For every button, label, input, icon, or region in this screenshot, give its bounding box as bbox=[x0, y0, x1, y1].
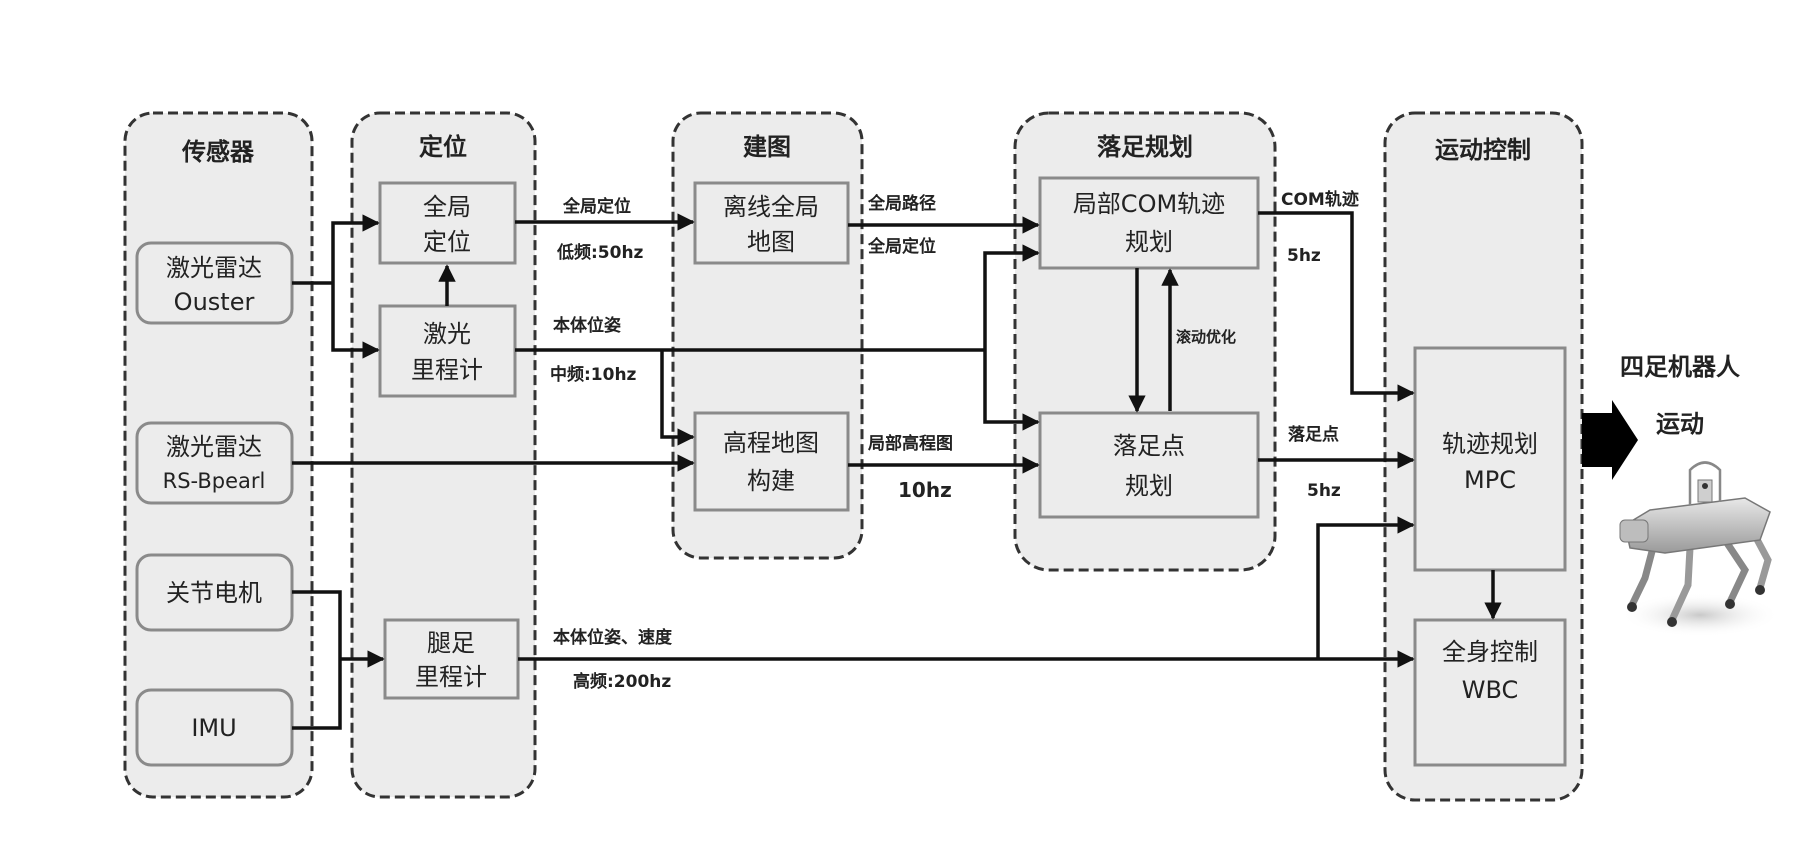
wbc-line1: 全身控制 bbox=[1442, 638, 1538, 666]
global-localization-box: 全局 定位 bbox=[378, 181, 517, 265]
wbc-whole-body-box: 全身控制 WBC bbox=[1413, 618, 1567, 767]
leg-odometry-box: 腿足 里程计 bbox=[383, 618, 520, 700]
offline-global-map-box: 离线全局 地图 bbox=[693, 181, 850, 265]
laser-odometry-line2: 里程计 bbox=[411, 356, 483, 384]
edge-label-com-traj-freq: 5hz bbox=[1287, 246, 1321, 266]
edge-label-foothold-freq: 5hz bbox=[1307, 481, 1341, 501]
sensor-lidar-rs-label: 激光雷达 bbox=[166, 433, 262, 461]
elevation-map-box: 高程地图 构建 bbox=[693, 411, 850, 512]
group-title-mapping: 建图 bbox=[743, 133, 791, 161]
edge-label-global-loc: 全局定位 bbox=[562, 196, 631, 217]
edge-label-body-pose-vel: 本体位姿、速度 bbox=[553, 627, 673, 648]
mpc-trajectory-box: 轨迹规划 MPC bbox=[1413, 346, 1567, 572]
local-com-trajectory-box: 局部COM轨迹 规划 bbox=[1038, 176, 1260, 270]
laser-odometry-line1: 激光 bbox=[423, 320, 471, 348]
wire-ouster-to-laser-odom bbox=[331, 283, 380, 359]
global-localization-line2: 定位 bbox=[423, 228, 471, 256]
offline-map-line1: 离线全局 bbox=[723, 193, 819, 221]
sensor-lidar-rs-bpearl: 激光雷达 RS-Bpearl bbox=[135, 421, 294, 505]
rolling-optimization-label: 滚动优化 bbox=[1176, 328, 1236, 346]
wire-body-pose-to-com bbox=[983, 244, 1040, 350]
global-localization-line1: 全局 bbox=[423, 193, 471, 221]
foothold-planning-box: 落足点 规划 bbox=[1038, 411, 1260, 519]
elevation-map-line1: 高程地图 bbox=[723, 429, 819, 457]
wbc-line2: WBC bbox=[1462, 676, 1519, 704]
output-arrow-icon bbox=[1582, 400, 1638, 480]
group-title-foothold-planning: 落足规划 bbox=[1097, 133, 1193, 161]
wire-ouster-to-global-loc bbox=[331, 214, 380, 283]
sensor-imu: IMU bbox=[135, 688, 294, 767]
group-title-localization: 定位 bbox=[419, 133, 467, 161]
edge-label-local-elevation: 局部高程图 bbox=[868, 433, 953, 454]
offline-map-line2: 地图 bbox=[747, 228, 795, 256]
sensor-imu-label: IMU bbox=[191, 714, 236, 742]
mpc-line1: 轨迹规划 bbox=[1442, 430, 1538, 458]
edge-label-global-path: 全局路径 bbox=[867, 193, 936, 214]
sensor-lidar-ouster-model: Ouster bbox=[174, 288, 255, 316]
edge-label-com-traj: COM轨迹 bbox=[1281, 189, 1359, 210]
edge-label-global-loc-freq: 低频:50hz bbox=[556, 242, 644, 263]
elevation-map-line2: 构建 bbox=[747, 467, 795, 495]
com-traj-line2: 规划 bbox=[1125, 228, 1173, 256]
leg-odometry-line2: 里程计 bbox=[415, 663, 487, 691]
edge-label-body-pose-freq: 中频:10hz bbox=[550, 364, 637, 385]
laser-odometry-box: 激光 里程计 bbox=[378, 304, 517, 398]
sensor-lidar-ouster-label: 激光雷达 bbox=[166, 254, 262, 282]
mpc-line2: MPC bbox=[1464, 466, 1516, 494]
com-traj-line1: 局部COM轨迹 bbox=[1073, 190, 1225, 218]
edge-label-local-elevation-freq: 10hz bbox=[898, 478, 952, 502]
sensor-lidar-rs-model: RS-Bpearl bbox=[163, 469, 266, 493]
group-title-motion-control: 运动控制 bbox=[1435, 136, 1531, 164]
edge-label-body-pose-vel-freq: 高频:200hz bbox=[573, 671, 671, 692]
wire-leg-odom-to-mpc bbox=[1316, 516, 1415, 659]
edge-label-foothold: 落足点 bbox=[1288, 424, 1339, 445]
output-title-line2: 运动 bbox=[1656, 410, 1704, 438]
group-title-sensors: 传感器 bbox=[181, 138, 255, 166]
wire-body-pose-to-foothold bbox=[983, 350, 1040, 431]
sensor-lidar-ouster: 激光雷达 Ouster bbox=[135, 241, 294, 325]
wire-body-pose-to-elevation bbox=[660, 350, 695, 446]
foothold-line1: 落足点 bbox=[1113, 432, 1185, 460]
edge-label-global-loc-2: 全局定位 bbox=[867, 236, 936, 257]
sensor-joint-motor-label: 关节电机 bbox=[166, 579, 262, 607]
leg-odometry-line1: 腿足 bbox=[427, 629, 475, 657]
foothold-line2: 规划 bbox=[1125, 472, 1173, 500]
quadruped-robot-icon bbox=[1619, 461, 1780, 637]
output-title-line1: 四足机器人 bbox=[1620, 353, 1740, 381]
wire-com-to-mpc bbox=[1258, 211, 1415, 402]
sensor-joint-motor: 关节电机 bbox=[135, 553, 294, 632]
edge-label-body-pose: 本体位姿 bbox=[553, 315, 621, 336]
